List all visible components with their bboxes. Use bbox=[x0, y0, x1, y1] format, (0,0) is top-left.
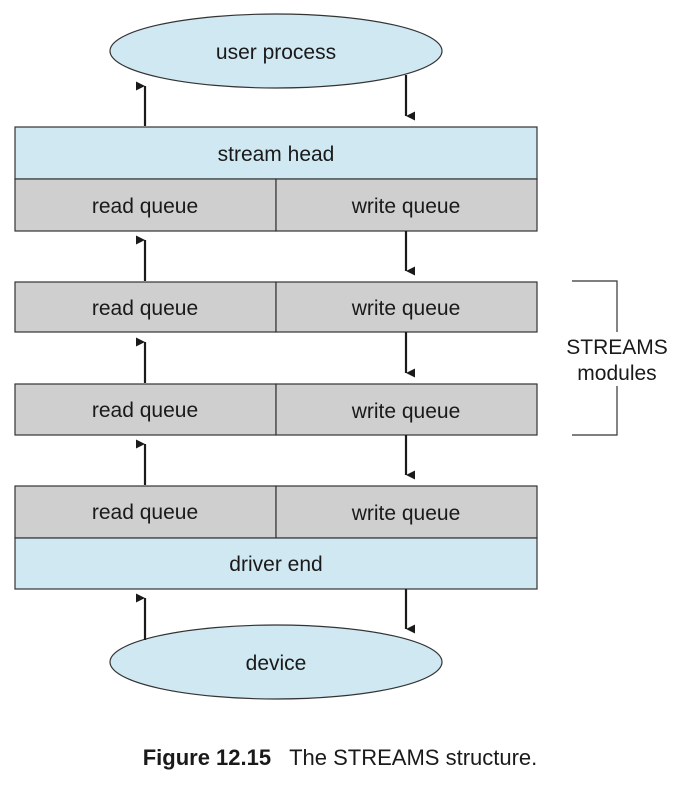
write-queue-box bbox=[275, 383, 538, 436]
write-queue-box bbox=[275, 485, 538, 539]
modules-label-line2: modules bbox=[577, 362, 656, 385]
device-node bbox=[109, 624, 443, 700]
figure-caption: Figure 12.15 The STREAMS structure. bbox=[0, 745, 680, 771]
device-label: device bbox=[246, 652, 307, 675]
figure-number: Figure 12.15 bbox=[142, 745, 272, 770]
read-queue-box bbox=[14, 383, 277, 436]
modules-label-line1: STREAMS bbox=[566, 336, 668, 359]
read-queue-label: read queue bbox=[92, 501, 198, 524]
write-queue-box bbox=[275, 178, 538, 232]
stream-head-box bbox=[14, 126, 538, 180]
read-queue-label: read queue bbox=[92, 399, 198, 422]
driver-end-label: driver end bbox=[229, 553, 322, 576]
read-queue-label: read queue bbox=[92, 195, 198, 218]
stream-head-label: stream head bbox=[218, 143, 335, 166]
driver-end-box bbox=[14, 537, 538, 590]
user-process-label: user process bbox=[216, 41, 336, 64]
read-queue-label: read queue bbox=[92, 297, 198, 320]
read-queue-box bbox=[14, 281, 277, 333]
figure-caption-text: The STREAMS structure. bbox=[289, 745, 538, 770]
read-queue-box bbox=[14, 178, 277, 232]
write-queue-label: write queue bbox=[351, 400, 461, 423]
modules-bracket bbox=[572, 280, 618, 436]
write-queue-label: write queue bbox=[351, 297, 461, 320]
read-queue-box bbox=[14, 485, 277, 539]
write-queue-label: write queue bbox=[351, 195, 461, 218]
write-queue-label: write queue bbox=[351, 502, 461, 525]
user-process-node bbox=[109, 13, 443, 89]
